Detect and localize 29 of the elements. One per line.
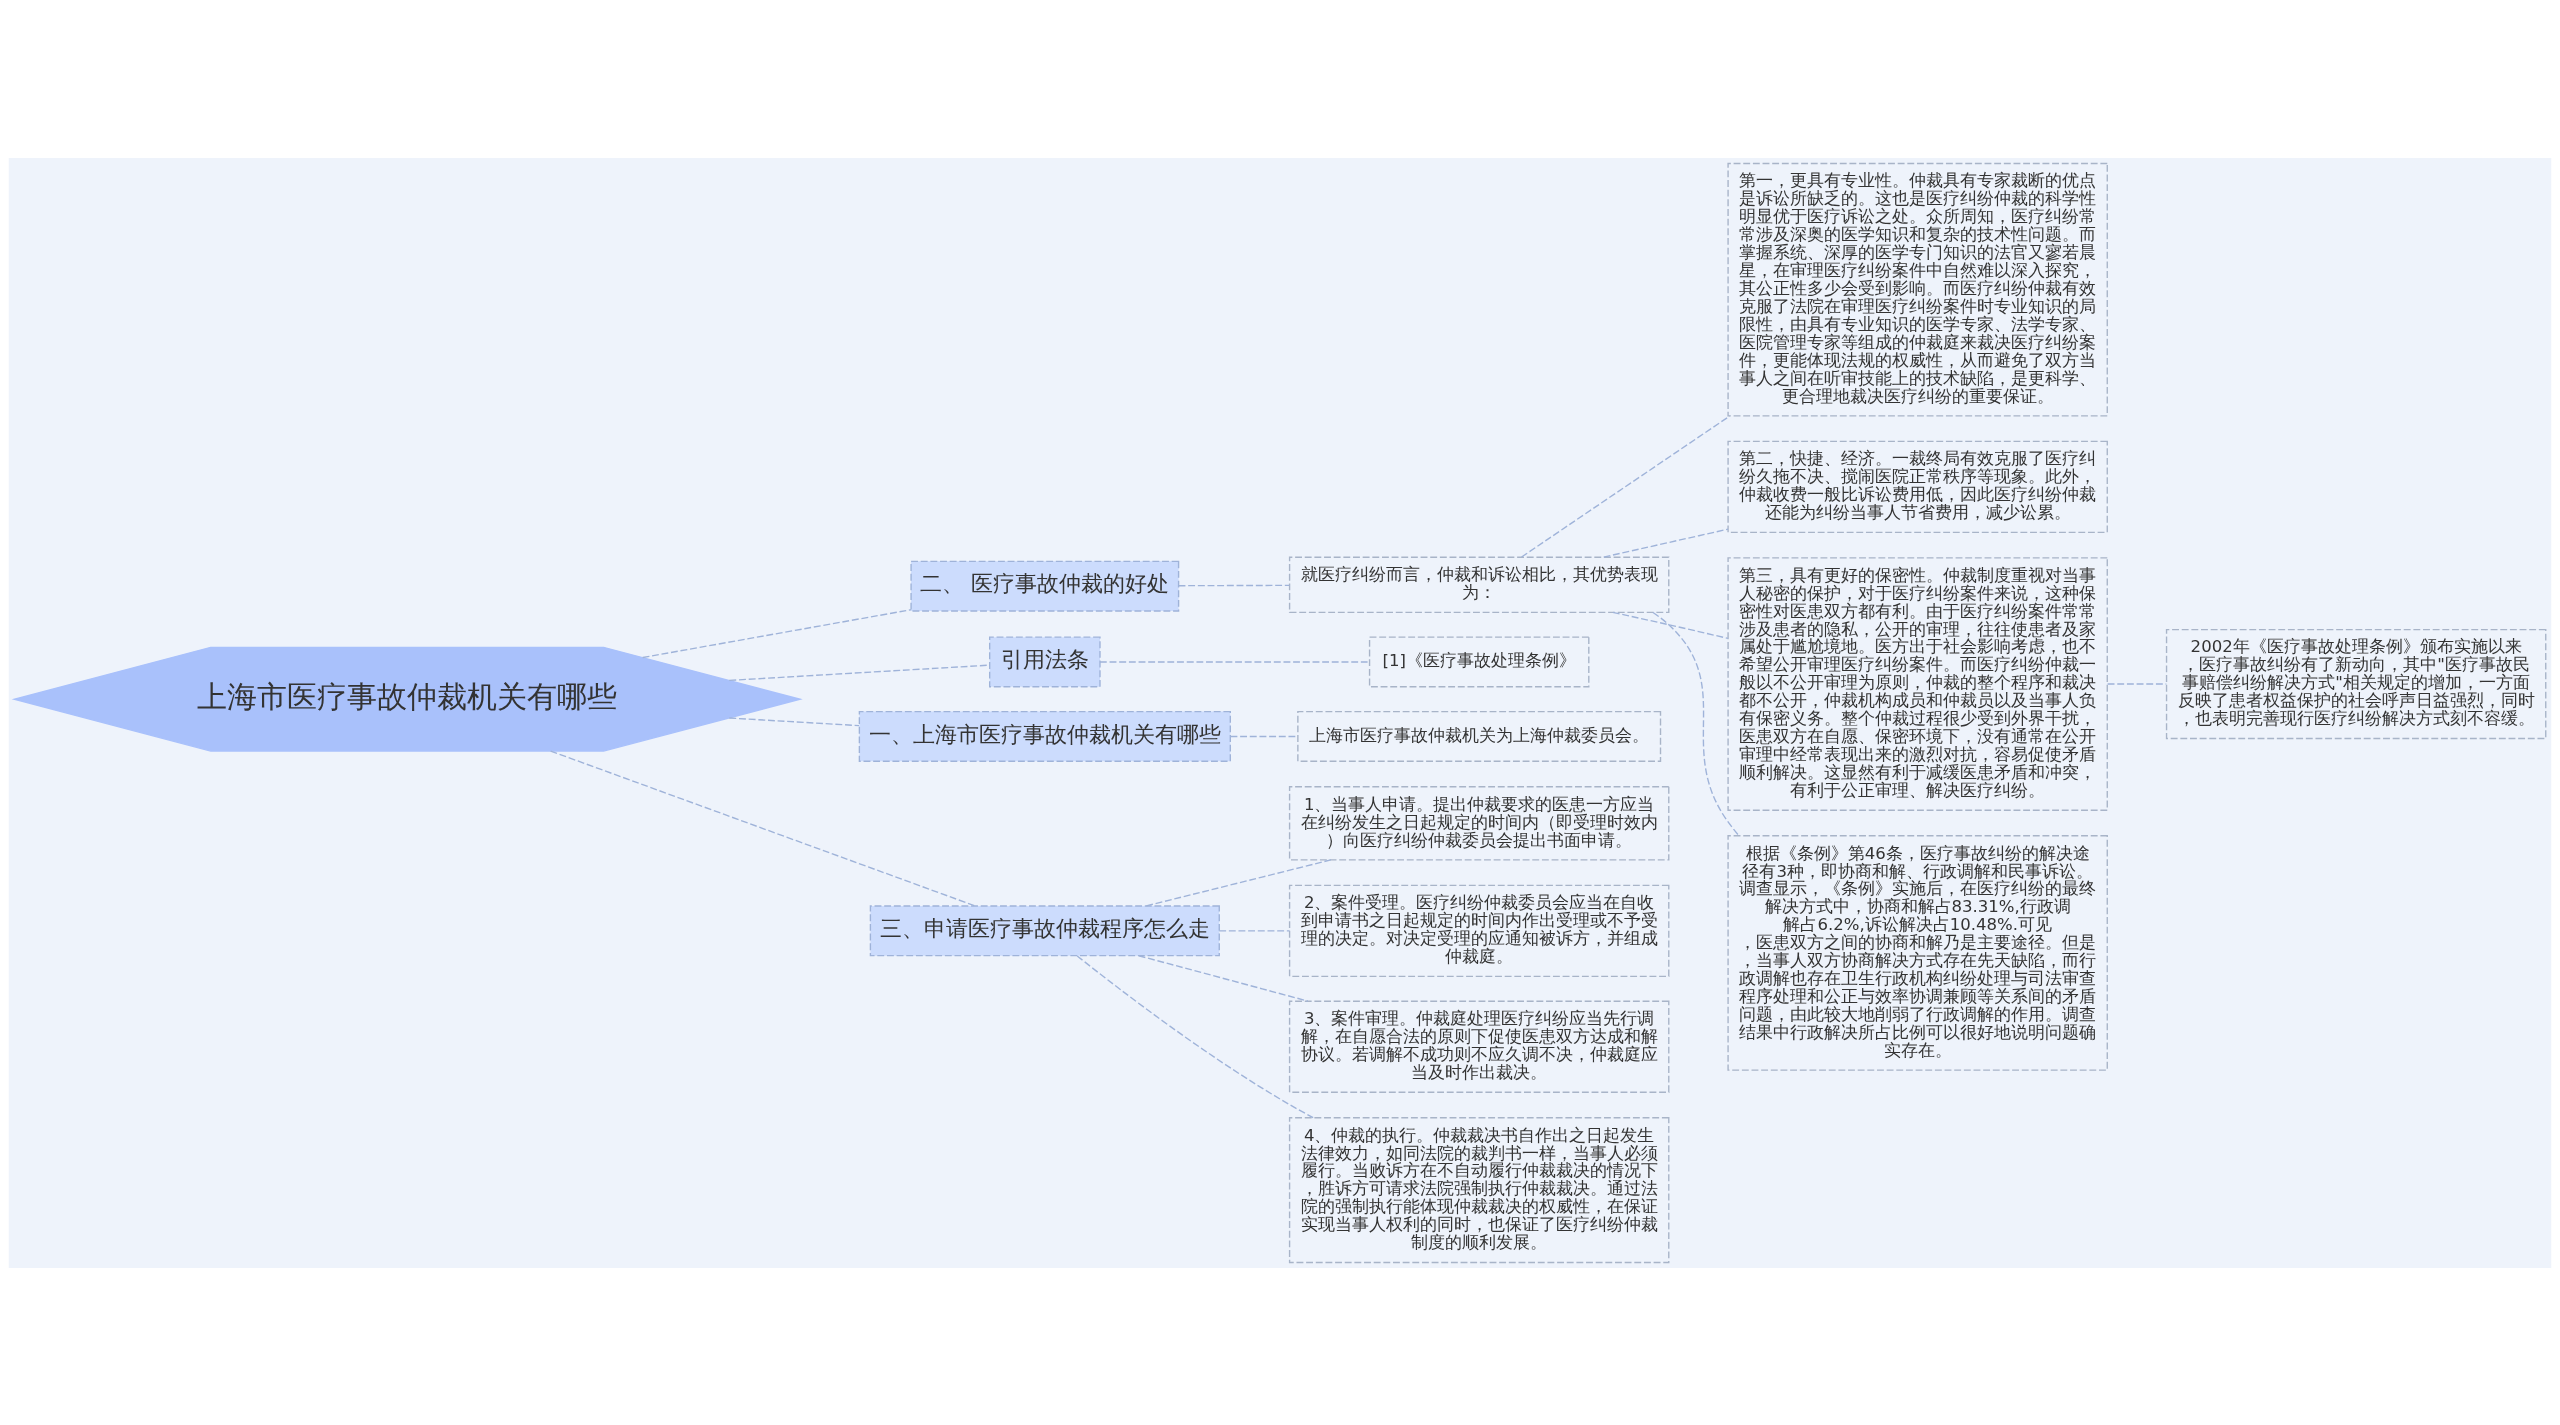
node-box: 2、案件受理。医疗纠纷仲裁委员会应当在自收到申请书之日起规定的时间内作出受理或不予受理的决定。对决定受理的应通知被诉方，并组成仲裁庭。 (1288, 884, 1670, 977)
connector (1603, 528, 1729, 558)
node-box: 2002年《医疗事故处理条例》颁布实施以来，医疗事故纠纷有了新动向，其中"医疗事故民事赔偿纠纷解决方式"相关规定的增加，一方面反映了患者权益保护的社会呼声日益强烈，同时，也表明完善现行医疗纠纷解决方式刻不容缓。 (2165, 628, 2547, 739)
connector (1177, 584, 1290, 586)
connector (1099, 660, 1371, 663)
node-box: 第三，具有更好的保密性。仲裁制度重视对当事人秘密的保护，对于医疗纠纷案件来说，这种保密性对医患双方都有利。由于医疗纠纷案件常常涉及患者的隐私，公开的审理，往往使患者及家属处于尴尬境地。医方出于社会影响考虑，也不希望公开审理医疗纠纷案件。而医疗纠纷仲裁一般以不公开审理为原则，仲裁的整个程序和裁决都不公开，仲裁机构成员和仲裁员以及当事人负有保密义务。整个仲裁过程很少受到外界干扰，医患双方在自愿、保密环境下，没有通常在公开审理中经常表现出来的激烈对抗，容易促使矛盾顺利解决。这显然有利于减缓医患矛盾和冲突，有利于公正审理、解决医疗纠纷。 (1727, 556, 2108, 811)
connector (642, 608, 912, 658)
node-box: 上海市医疗事故仲裁机关为上海仲裁委员会。 (1297, 710, 1662, 762)
connector (728, 716, 860, 726)
node-box: 引用法条 (989, 635, 1101, 687)
node-box: 第二，快捷、经济。一裁终局有效克服了医疗纠纷久拖不决、搅闹医院正常秩序等现象。此外，仲裁收费一般比诉讼费用低，因此医疗纠纷仲裁还能为纠纷当事人节省费用，减少讼累。 (1727, 440, 2108, 533)
node-box: 4、仲裁的执行。仲裁裁决书自作出之日起发生法律效力，如同法院的裁判书一样，当事人必须履行。当败诉方在不自动履行仲裁裁决的情况下，胜诉方可请求法院强制执行仲裁裁决。通过法院的强制执行能体现仲裁裁决的权威性，在保证实现当事人权利的同时，也保证了医疗纠纷仲裁制度的顺利发展。 (1288, 1116, 1670, 1263)
node-box: [1]《医疗事故处理条例》 (1368, 635, 1590, 687)
connector (1145, 858, 1332, 907)
node-box: 三、申请医疗事故仲裁程序怎么走 (869, 904, 1220, 956)
connector (1076, 954, 1314, 1118)
node-box: 1、当事人申请。提出仲裁要求的医患一方应当在纠纷发生之日起规定的时间内（即受理时效内）向医疗纠纷仲裁委员会提出书面申请。 (1288, 785, 1670, 861)
node-box: 一、上海市医疗事故仲裁机关有哪些 (858, 710, 1231, 762)
connector (1652, 611, 1740, 836)
connector (549, 749, 977, 907)
node-box: 第一，更具有专业性。仲裁具有专家裁断的优点是诉讼所缺乏的。这也是医疗纠纷仲裁的科学性明显优于医疗诉讼之处。众所周知，医疗纠纷常常涉及深奥的医学知识和复杂的技术性问题。而掌握系统、深厚的医学专门知识的法官又寥若晨星，在审理医疗纠纷案件中自然难以深入探究，其公正性多少会受到影响。而医疗纠纷仲裁有效克服了法院在审理医疗纠纷案件时专业知识的局限性，由具有专业知识的医学专家、法学专家、医院管理专家等组成的仲裁庭来裁决医疗纠纷案件，更能体现法规的权威性，从而避免了双方当事人之间在听审技能上的技术缺陷，是更科学、更合理地裁决医疗纠纷的重要保证。 (1727, 162, 2108, 417)
connector (1612, 611, 1729, 639)
node-box: 二、 医疗事故仲裁的好处 (910, 560, 1180, 612)
node-box: 就医疗纠纷而言，仲裁和诉讼相比，其优势表现为： (1288, 556, 1670, 613)
node-box: 根据《条例》第46条，医疗事故纠纷的解决途径有3种，即协商和解、行政调解和民事诉讼。调查显示，《条例》实施后，在医疗纠纷的最终解决方式中，协商和解占83.31%,行政调解占6.2%,诉讼解决占10.48%.可见，医患双方之间的协商和解乃是主要途径。但是，当事人双方协商解决方式存在先天缺陷，而行政调解也存在卫生行政机构纠纷处理与司法审查程序处理和公正与效率协调兼顾等关系间的矛盾问题，由此较大地削弱了行政调解的作用。调查结果中行政解决所占比例可以很好地说明问题确实存在。 (1727, 834, 2108, 1071)
node-box: 3、案件审理。仲裁庭处理医疗纠纷应当先行调解，在自愿合法的原则下促使医患双方达成和解协议。若调解不成功则不应久调不决，仲裁庭应当及时作出裁决。 (1288, 1000, 1670, 1093)
connector (1218, 929, 1291, 932)
connector (1138, 954, 1309, 1002)
connector (1520, 414, 1731, 558)
